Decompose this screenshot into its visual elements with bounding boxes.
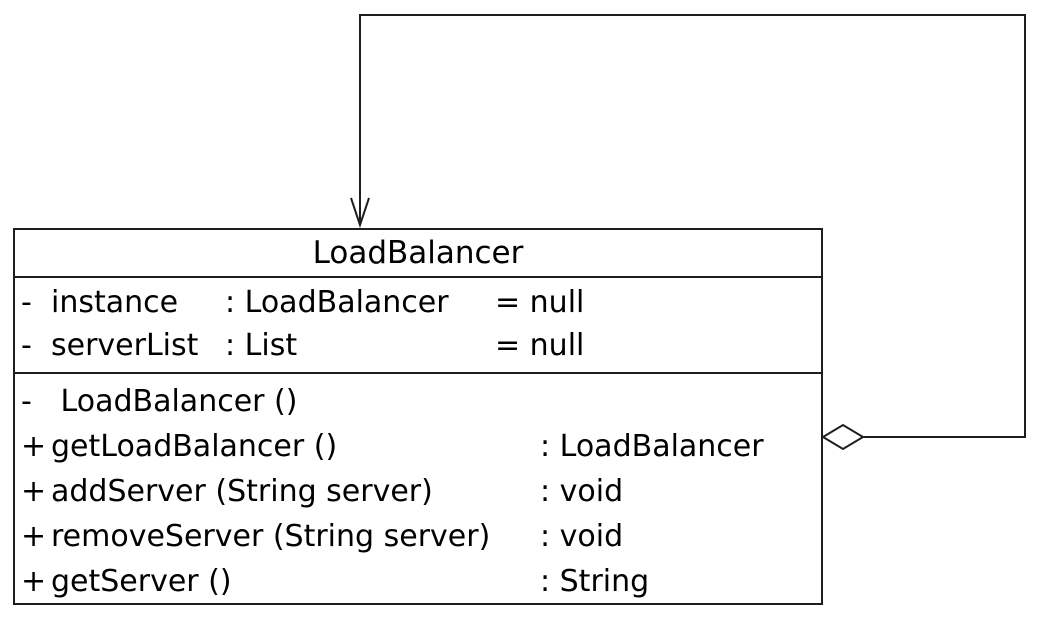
- attribute-name: serverList: [51, 328, 199, 363]
- attribute-default: = null: [495, 328, 585, 363]
- aggregation-diamond-icon: [821, 423, 865, 451]
- attribute-visibility: -: [21, 285, 32, 320]
- method-visibility: +: [21, 519, 47, 554]
- methods-compartment: - LoadBalancer () + getLoadBalancer () :…: [15, 374, 821, 604]
- method-return: : void: [540, 474, 624, 509]
- class-name: LoadBalancer: [15, 230, 821, 278]
- method-row: + getLoadBalancer () : LoadBalancer: [15, 424, 821, 469]
- attribute-type: : List: [225, 328, 298, 363]
- attribute-visibility: -: [21, 328, 32, 363]
- attributes-compartment: - instance : LoadBalancer = null - serve…: [15, 278, 821, 374]
- open-arrowhead-icon: [350, 197, 370, 229]
- method-row: + getServer () : String: [15, 559, 821, 604]
- method-row: + removeServer (String server) : void: [15, 514, 821, 559]
- method-row: - LoadBalancer (): [15, 379, 821, 424]
- method-return: : LoadBalancer: [540, 429, 764, 464]
- method-visibility: +: [21, 429, 47, 464]
- method-return: : void: [540, 519, 624, 554]
- class-box-loadbalancer: LoadBalancer - instance : LoadBalancer =…: [13, 228, 823, 605]
- method-visibility: +: [21, 474, 47, 509]
- method-signature: getServer (): [51, 564, 232, 599]
- method-signature: LoadBalancer (): [51, 384, 298, 419]
- method-return: : String: [540, 564, 650, 599]
- method-signature: removeServer (String server): [51, 519, 491, 554]
- attribute-row: - serverList : List = null: [15, 324, 821, 367]
- method-signature: addServer (String server): [51, 474, 433, 509]
- method-return: [540, 379, 821, 424]
- method-signature: getLoadBalancer (): [51, 429, 338, 464]
- attribute-name: instance: [51, 285, 179, 320]
- method-visibility: +: [21, 564, 47, 599]
- method-visibility: -: [21, 384, 32, 419]
- attribute-type: : LoadBalancer: [225, 285, 449, 320]
- method-row: + addServer (String server) : void: [15, 469, 821, 514]
- attribute-row: - instance : LoadBalancer = null: [15, 281, 821, 324]
- attribute-default: = null: [495, 285, 585, 320]
